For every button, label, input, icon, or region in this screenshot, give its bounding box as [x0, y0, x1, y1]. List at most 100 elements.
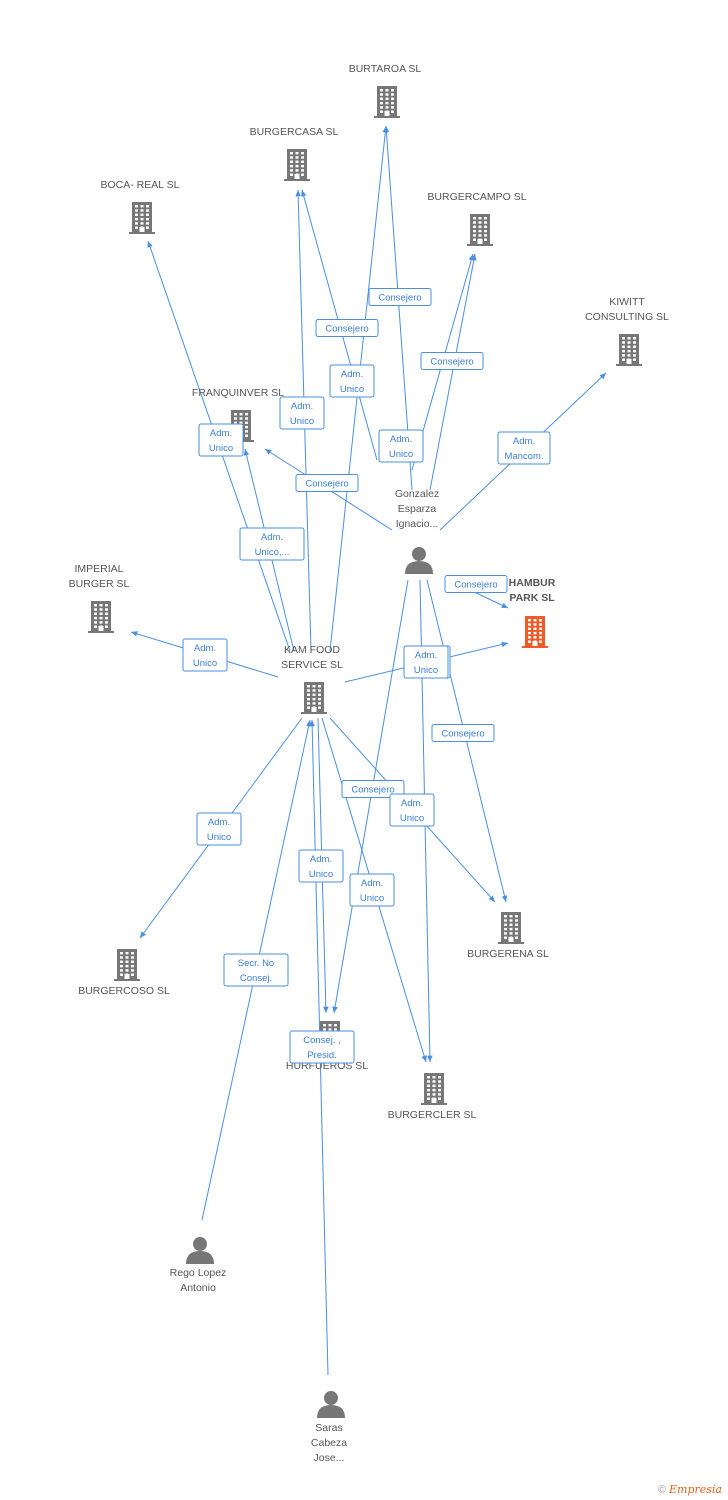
- relation-label-text: Unico: [400, 813, 424, 824]
- building-icon: [374, 86, 400, 118]
- node-label: BURGERCAMPO SL: [427, 191, 526, 203]
- relation-label-kam-burgercoso[interactable]: Adm.Unico: [196, 812, 242, 846]
- relation-label-text: Consejero: [305, 479, 348, 490]
- relation-label-text: Adm.: [291, 401, 313, 412]
- relation-label-text: Unico: [290, 416, 314, 427]
- relation-label-text: Consej. ,: [303, 1035, 341, 1046]
- relation-label-text: Adm.: [194, 643, 216, 654]
- node-label: IMPERIAL: [74, 563, 123, 575]
- node-label: BOCA- REAL SL: [101, 179, 180, 191]
- relation-label-box: [315, 319, 379, 337]
- relation-label-kam-burgerena[interactable]: Consejero: [341, 780, 405, 798]
- relation-label-box: [329, 364, 375, 398]
- relation-label-gonzalez-hurfueros[interactable]: Adm.Unico: [349, 873, 395, 907]
- relation-label-text: Consejero: [454, 580, 497, 591]
- node-label: Gonzalez: [395, 488, 439, 500]
- relation-label-text: Unico: [207, 832, 231, 843]
- relation-label-text: Adm.: [513, 436, 535, 447]
- building-icon: [522, 616, 548, 648]
- relation-label-box: [497, 431, 551, 465]
- node-label: KIWITT: [609, 296, 645, 308]
- relation-label-kam-franquinver[interactable]: Adm.Unico,...: [239, 527, 305, 561]
- relation-label-box: [182, 638, 228, 672]
- building-icon: [88, 601, 114, 633]
- relation-labels-layer: ConsejeroConsejeroConsejeroAdm.UnicoAdm.…: [182, 288, 551, 1064]
- node-burgercampo[interactable]: BURGERCAMPO SL: [427, 191, 527, 246]
- relation-label-rego-kam[interactable]: Secr. No Consej.: [223, 953, 289, 987]
- relation-label-box: [389, 793, 435, 827]
- building-icon: [467, 214, 493, 246]
- building-icon: [421, 1073, 447, 1105]
- node-burgercler[interactable]: BURGERCLER SL: [388, 1073, 477, 1121]
- relation-label-text: Consejero: [430, 357, 473, 368]
- node-boca[interactable]: BOCA- REAL SL: [101, 179, 180, 234]
- brand-name: Empresia: [669, 1483, 722, 1496]
- relation-label-kam-hambur[interactable]: Adm.Unico: [403, 645, 449, 679]
- relation-label-gonzalez-kiwitt[interactable]: Adm. Mancom.: [497, 431, 551, 465]
- node-kam[interactable]: KAM FOOD SERVICE SL: [281, 644, 343, 714]
- relation-label-kam-hurfueros[interactable]: Adm.Unico: [298, 849, 344, 883]
- relation-label-text: Adm.: [415, 650, 437, 661]
- node-burgercoso[interactable]: BURGERCOSO SL: [78, 949, 170, 997]
- relation-label-gonzalez-burgercasa[interactable]: Consejero: [315, 319, 379, 337]
- building-icon: [498, 912, 524, 944]
- relation-label-text: Secr. No: [238, 958, 274, 969]
- relation-label-text: Presid.: [307, 1050, 337, 1061]
- footer-brand[interactable]: © Empresia: [658, 1483, 722, 1496]
- relation-label-kam-imperial[interactable]: Adm.Unico: [182, 638, 228, 672]
- node-label: Rego Lopez: [170, 1267, 227, 1279]
- relation-label-gonzalez-burgerena[interactable]: Consejero: [431, 724, 495, 742]
- node-burtaroa[interactable]: BURTAROA SL: [349, 63, 422, 118]
- node-label: HAMBUR: [509, 577, 556, 589]
- relation-label-gonzalez-burgercampo[interactable]: Adm.Unico: [378, 429, 424, 463]
- relation-label-text: Adm.: [261, 532, 283, 543]
- node-label: BURGERCOSO SL: [78, 985, 170, 997]
- relation-label-gonzalez-hambur[interactable]: Consejero: [444, 575, 508, 593]
- node-label: BURGERENA SL: [467, 948, 549, 960]
- node-label: KAM FOOD: [284, 644, 340, 656]
- node-burgercasa[interactable]: BURGERCASA SL: [250, 126, 339, 181]
- relation-label-gonzalez-franquinver[interactable]: Consejero: [295, 474, 359, 492]
- relation-label-box: [198, 423, 244, 457]
- person-icon: [405, 547, 433, 574]
- node-label: BURGERCLER SL: [388, 1109, 477, 1121]
- relation-label-text: Unico: [360, 893, 384, 904]
- relation-label-box: [444, 575, 508, 593]
- relation-label-box: [341, 780, 405, 798]
- node-saras[interactable]: SarasCabezaJose...: [311, 1391, 347, 1464]
- node-gonzalez[interactable]: GonzalezEsparzaIgnacio...: [395, 488, 439, 574]
- relation-label-gonzalez-burgercampo[interactable]: Consejero: [420, 352, 484, 370]
- building-icon: [284, 149, 310, 181]
- node-label: SERVICE SL: [281, 659, 343, 671]
- relation-label-text: Adm.: [401, 798, 423, 809]
- relation-label-kam-boca[interactable]: Adm.Unico: [198, 423, 244, 457]
- edge-gonzalez-to-burtaroa: [383, 125, 413, 491]
- person-icon: [186, 1237, 214, 1264]
- relation-label-saras-kam[interactable]: Consej. , Presid.: [289, 1030, 355, 1064]
- relation-label-text: Unico: [209, 443, 233, 454]
- node-label: Jose...: [314, 1452, 345, 1464]
- edges-layer: [130, 125, 607, 1376]
- relation-label-text: Consejero: [378, 293, 421, 304]
- relation-label-kam-burgercler[interactable]: Adm. Unico: [389, 793, 435, 827]
- relation-label-kam-burtaroa[interactable]: Adm. Unico: [329, 364, 375, 398]
- person-icon: [317, 1391, 345, 1418]
- relation-label-kam-burgercasa[interactable]: Adm. Unico: [279, 396, 325, 430]
- relation-label-box: [368, 288, 432, 306]
- relation-label-text: Mancom.: [504, 451, 543, 462]
- relation-label-text: Unico: [309, 869, 333, 880]
- relation-label-text: Consej.: [240, 973, 272, 984]
- relation-label-gonzalez-burtaroa[interactable]: Consejero: [368, 288, 432, 306]
- node-label: Saras: [315, 1422, 342, 1434]
- building-icon: [114, 949, 140, 981]
- relation-label-text: Adm.: [341, 369, 363, 380]
- relation-label-box: [349, 873, 395, 907]
- relation-label-text: Unico: [340, 384, 364, 395]
- node-label: Esparza: [398, 503, 437, 515]
- relation-label-box: [196, 812, 242, 846]
- node-burgerena[interactable]: BURGERENA SL: [467, 912, 549, 960]
